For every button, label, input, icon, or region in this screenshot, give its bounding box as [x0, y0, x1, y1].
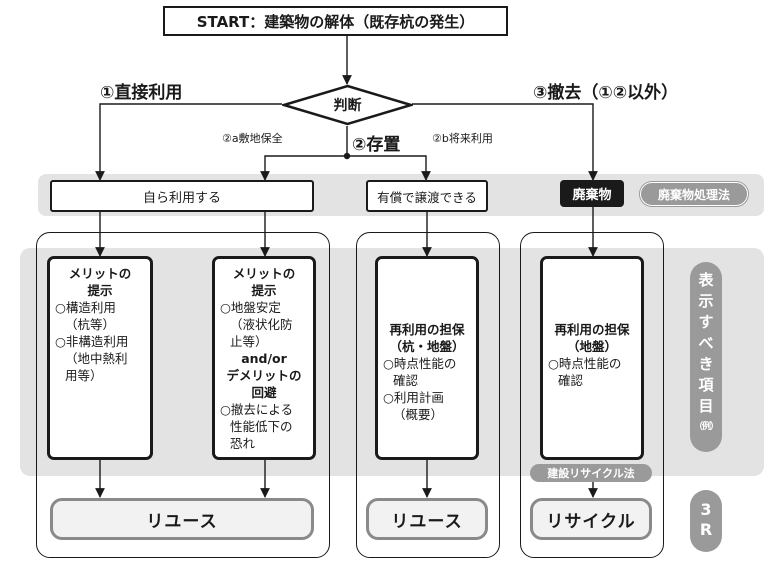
panel-title-line: 提示 [251, 283, 277, 298]
panel-item: 確認 [393, 373, 419, 388]
branch-direct-use-label: ①直接利用 [100, 83, 183, 103]
three-r-side-label: 3 R [690, 490, 722, 552]
side-label-char: 3 [700, 500, 712, 519]
panel-title-line: 再利用の担保 [389, 322, 465, 337]
column-frame-transfer [356, 232, 500, 558]
panel-title-line: （地盤） [566, 339, 617, 354]
side-label-char: 表 [698, 271, 714, 289]
panel-title-line: 提示 [87, 283, 113, 298]
branch-keep-b-label: ②b将来利用 [432, 132, 493, 145]
panel-title-line: メリットの [232, 266, 296, 281]
decision-label: 判断 [333, 98, 362, 114]
result-reuse-transfer: リユース [366, 498, 488, 540]
panel-item: ○非構造利用 [55, 334, 129, 349]
panel-title-line: （杭・地盤） [389, 339, 465, 354]
panel-direct-use-structural: メリットの 提示 ○構造利用 （杭等） ○非構造利用 （地中熱利 用等） [47, 256, 153, 460]
panel-title-line: デメリットの [226, 368, 302, 383]
side-label-char: べ [698, 334, 714, 352]
panel-site-preservation: メリットの 提示 ○地盤安定 （液状化防 止等） and/or デメリットの 回… [212, 256, 316, 460]
result-recycle: リサイクル [530, 498, 652, 540]
display-items-side-label: 表 示 す べ き 項 目 （例） [690, 262, 722, 452]
panel-title-line: 再利用の担保 [554, 322, 630, 337]
panel-item: （地中熱利 [65, 351, 128, 366]
panel-item: ○地盤安定 [220, 300, 281, 315]
waste-box: 廃棄物 [560, 180, 624, 207]
panel-title-line: メリットの [68, 266, 132, 281]
self-use-box: 自ら利用する [50, 180, 314, 212]
start-box: START：建築物の解体（既存杭の発生） [163, 6, 508, 36]
side-label-char: 項 [698, 376, 714, 394]
branch-keep-label: ②存置 [352, 135, 401, 155]
panel-item: （杭等） [65, 317, 116, 332]
panel-item: 性能低下の [230, 419, 293, 434]
panel-connector: and/or [241, 351, 287, 366]
recycle-law-badge: 建設リサイクル法 [530, 464, 652, 482]
branch-remove-label: ③撤去（①②以外） [533, 83, 679, 103]
panel-item: （液状化防 [230, 317, 293, 332]
panel-item: 確認 [558, 373, 584, 388]
side-label-char: R [699, 520, 713, 539]
column-frame-remove [520, 232, 664, 558]
panel-item: （概要） [393, 407, 444, 422]
panel-item: 恐れ [230, 436, 256, 451]
side-label-char: き [698, 355, 714, 373]
result-reuse-direct: リユース [50, 498, 314, 540]
panel-recycle-guarantee: 再利用の担保 （地盤） ○時点性能の 確認 [540, 256, 644, 460]
side-label-char: 示 [698, 292, 714, 310]
decision-diamond [282, 84, 413, 126]
waste-law-badge: 廃棄物処理法 [640, 182, 748, 206]
panel-item: ○時点性能の [548, 356, 622, 371]
panel-transfer-guarantee: 再利用の担保 （杭・地盤） ○時点性能の 確認 ○利用計画 （概要） [375, 256, 479, 460]
column-frame-direct-use [36, 232, 330, 558]
transfer-box: 有償で譲渡できる [366, 180, 488, 212]
panel-item: 用等） [65, 368, 103, 383]
branch-keep-a-label: ②a敷地保全 [222, 132, 283, 145]
panel-item: ○時点性能の [383, 356, 457, 371]
panel-title-line: 回避 [251, 385, 277, 400]
panel-item: 止等） [230, 334, 268, 349]
panel-item: ○利用計画 [383, 390, 444, 405]
side-label-char: す [698, 313, 714, 331]
panel-item: ○構造利用 [55, 300, 116, 315]
side-label-char: 目 [698, 397, 714, 415]
panel-item: ○撤去による [220, 402, 294, 417]
side-label-char: （例） [693, 422, 719, 432]
